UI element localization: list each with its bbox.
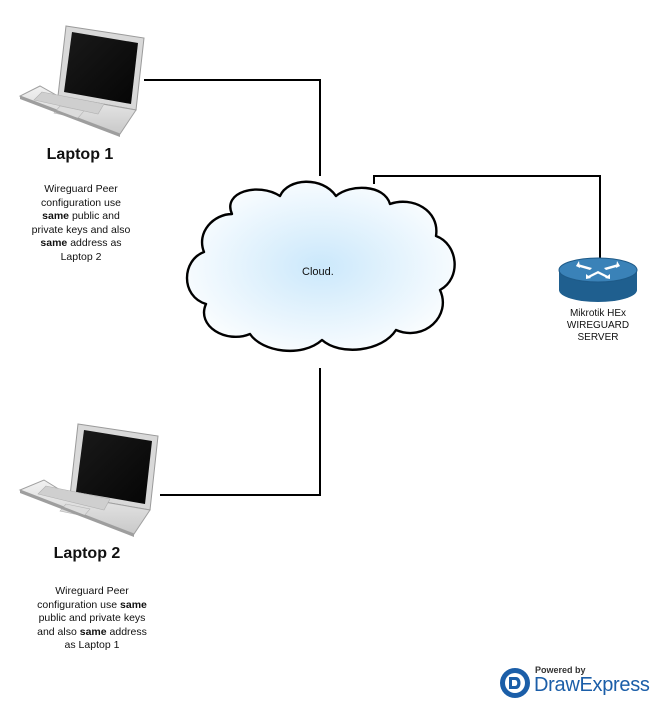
link-cloud-laptop2 <box>160 368 321 496</box>
laptop-2-description: Wireguard Peer configuration use same pu… <box>37 585 147 651</box>
router-icon <box>558 257 638 302</box>
laptop-1-description: Wireguard Peer configuration use same pu… <box>31 183 131 263</box>
cloud-label: Cloud. <box>302 266 334 278</box>
drawexpress-logo-icon <box>500 668 530 698</box>
laptop-1-icon <box>18 25 145 137</box>
link-cloud-router <box>373 175 601 258</box>
router-label: Mikrotik HEx WIREGUARD SERVER <box>566 308 630 343</box>
brand-watermark: Powered by DrawExpress <box>497 664 656 700</box>
brand-name: DrawExpress <box>534 674 650 696</box>
laptop-2-icon <box>18 423 159 537</box>
laptop-1-title: Laptop 1 <box>46 146 114 163</box>
laptop-2-title: Laptop 2 <box>53 545 121 562</box>
brand-powered-by: Powered by <box>535 665 586 675</box>
link-laptop1-cloud <box>144 79 321 176</box>
cloud-shape <box>185 180 456 353</box>
